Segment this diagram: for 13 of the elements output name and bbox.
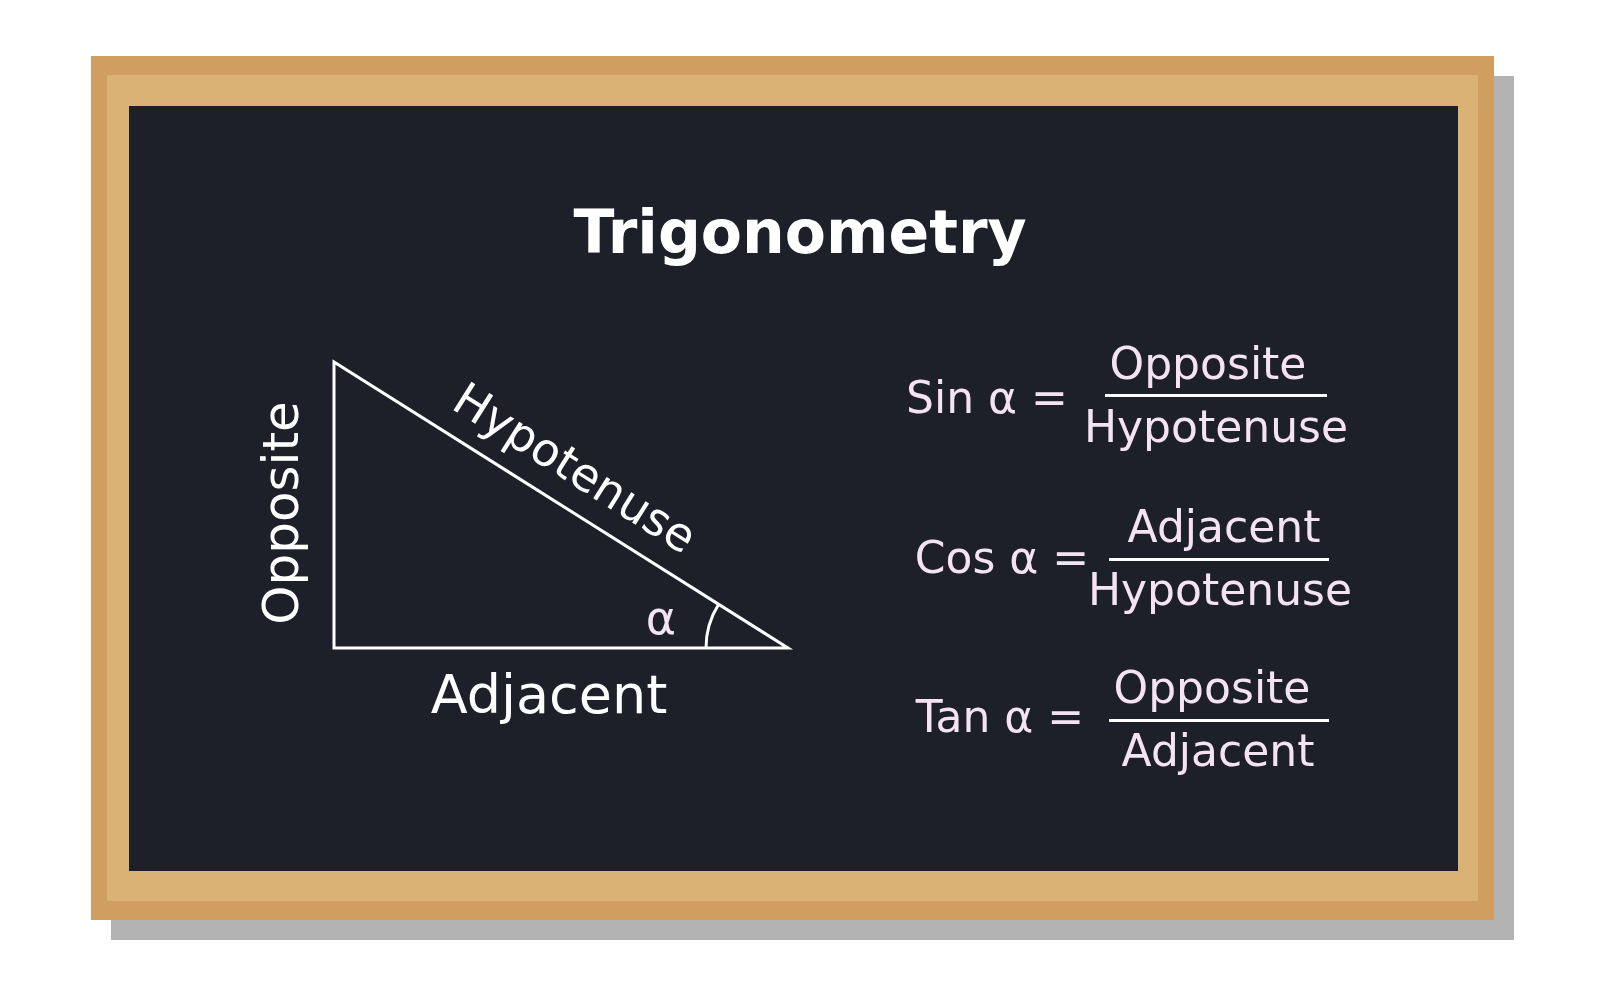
side-label: Adjacent [430, 665, 668, 725]
numerator: Adjacent [1127, 502, 1321, 552]
formula-label: Sin α = [906, 373, 1068, 423]
numerator: Opposite [1109, 339, 1307, 389]
side-label: Opposite [253, 401, 309, 625]
numerator: Opposite [1113, 663, 1311, 713]
formula-label: Cos α = [914, 533, 1090, 583]
angle-label: α [645, 592, 677, 644]
formula-label: Tan α = [915, 692, 1085, 742]
denominator: Adjacent [1121, 726, 1315, 776]
denominator: Hypotenuse [1087, 565, 1353, 615]
denominator: Hypotenuse [1083, 402, 1349, 452]
title: Trigonometry [573, 199, 1027, 265]
